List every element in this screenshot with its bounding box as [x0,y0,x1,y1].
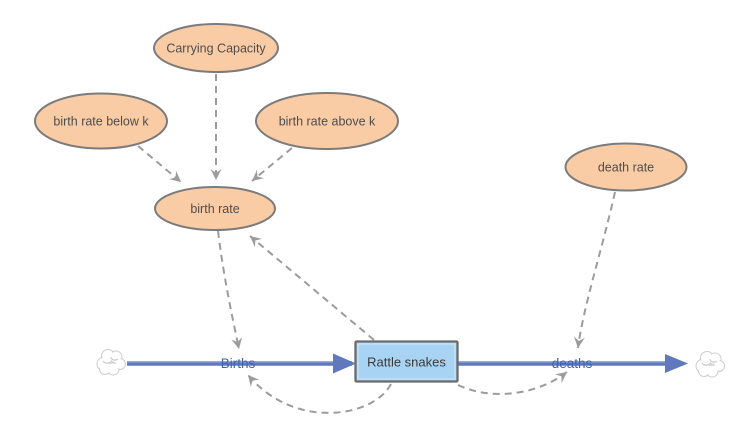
variable-death-rate-shape[interactable] [564,142,688,192]
flow-deaths-label[interactable]: deaths [552,356,593,371]
variable-birth-rate-shape[interactable] [154,186,276,231]
link-birth-rate-above-k-to-birth-rate[interactable] [251,147,293,182]
link-death-rate-to-deaths[interactable] [573,191,616,349]
link-rattle-snakes-to-deaths[interactable] [457,371,568,395]
sink-cloud-icon[interactable] [695,351,725,378]
source-cloud-detail [102,356,119,364]
links-layer [137,74,616,414]
variable-birth-rate-above-k-label: birth rate above k [279,115,376,129]
variable-birth-rate-label: birth rate [190,202,239,216]
source-cloud-icon[interactable] [96,349,126,376]
flow-births [127,353,356,374]
variables-layer: Carrying Capacity birth rate below k bir… [34,23,688,231]
sink-cloud-detail [701,358,718,366]
variable-carrying-capacity-shape[interactable] [153,23,279,73]
variable-death-rate-label: death rate [598,161,654,175]
variable-birth-rate-above-k-shape[interactable] [255,92,399,150]
link-rattle-snakes-to-births[interactable] [247,374,392,414]
variable-carrying-capacity-label: Carrying Capacity [166,42,266,56]
stock-rattle-snakes-label: Rattle snakes [367,355,446,370]
variable-birth-rate-below-k-label: birth rate below k [53,115,149,129]
link-rattle-snakes-to-birth-rate[interactable] [249,235,375,341]
stock-rattle-snakes: Rattle snakes [354,340,459,383]
flow-deaths-arrowhead-icon [665,354,688,373]
stock-rattle-snakes-box[interactable] [354,340,459,383]
variable-birth-rate-below-k-shape[interactable] [34,92,168,150]
flow-deaths [458,354,688,373]
variable-birth-rate-below-k: birth rate below k [34,92,168,150]
flow-births-arrowhead-icon [333,353,356,374]
link-birth-rate-below-k-to-birth-rate[interactable] [137,145,182,183]
variable-death-rate: death rate [564,142,688,192]
link-birth-rate-to-births[interactable] [217,230,243,350]
variable-birth-rate-above-k: birth rate above k [255,92,399,150]
stock-inner-highlight [357,343,456,380]
flow-births-label[interactable]: Births [221,356,256,371]
variable-birth-rate: birth rate [154,186,276,231]
variable-carrying-capacity: Carrying Capacity [153,23,279,73]
source-cloud-fill [98,350,125,374]
